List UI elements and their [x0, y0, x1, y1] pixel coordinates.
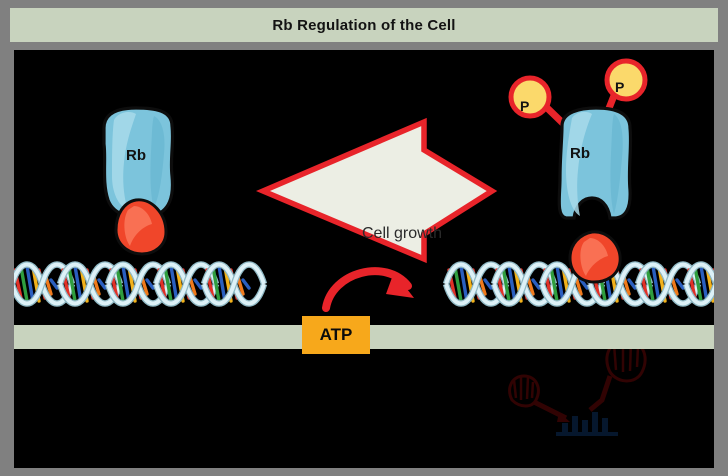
atp-label: ATP	[319, 325, 353, 344]
diagram-canvas: ATP Cell growth Rb Rb P P	[14, 50, 714, 468]
secondary-figure-faint	[508, 338, 647, 436]
page-title: Rb Regulation of the Cell	[272, 16, 456, 34]
dna-strand-left	[14, 265, 264, 304]
cell-growth-label: Cell growth	[361, 225, 443, 242]
phosphate-circle-2	[604, 58, 648, 102]
phosphate-circle-1	[508, 75, 552, 119]
transcription-factor-left	[114, 198, 168, 256]
atp-phosphorylation-arrow	[322, 267, 414, 312]
phosphate-label-2: P	[615, 79, 625, 95]
rb-left-label: Rb	[126, 147, 146, 164]
rb-protein-left	[102, 106, 175, 220]
rb-protein-right	[508, 58, 648, 220]
cell-growth-arrow	[255, 117, 498, 264]
diagram-title-bar: Rb Regulation of the Cell	[10, 8, 718, 42]
atp-box: ATP	[302, 316, 370, 354]
rb-right-label: Rb	[570, 145, 590, 162]
pathway-illustration	[14, 58, 714, 436]
transcription-factor-right	[568, 230, 622, 284]
phosphate-label-1: P	[520, 98, 530, 114]
